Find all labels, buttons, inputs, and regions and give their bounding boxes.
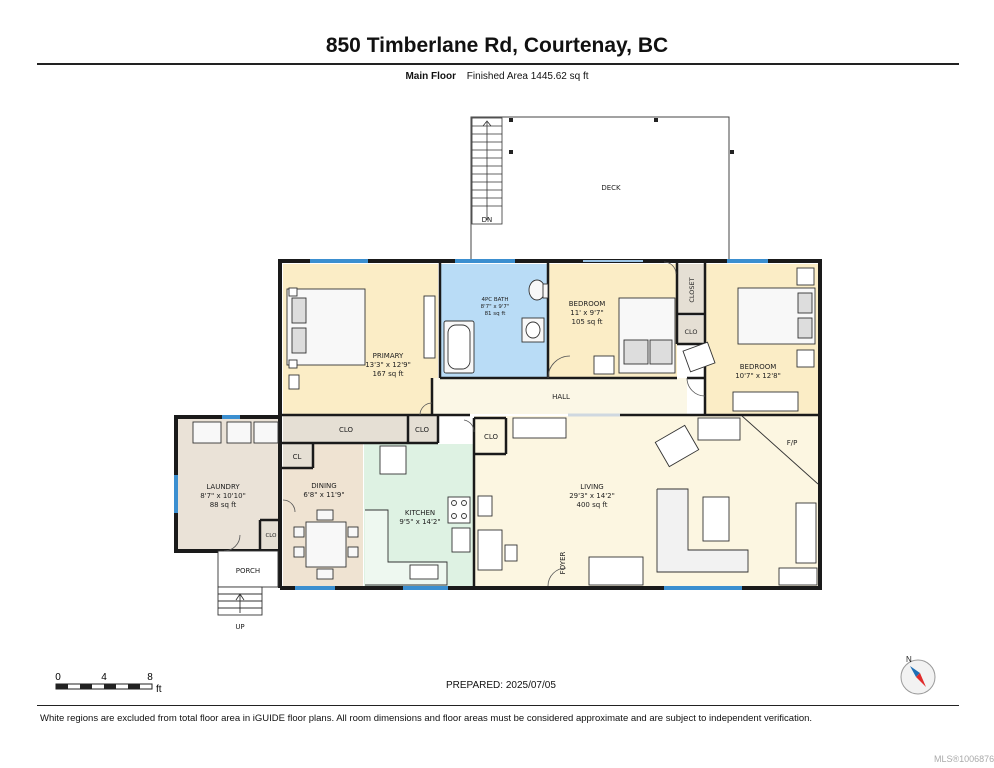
kitchen-name: KITCHEN <box>405 509 435 517</box>
bath-name: 4PC BATH <box>481 297 508 303</box>
deck-post <box>509 150 513 154</box>
kitchen-fixtures <box>365 445 471 586</box>
deck-area <box>470 116 730 261</box>
hall-room <box>432 378 687 414</box>
laundry-name: LAUNDRY <box>206 483 240 491</box>
clo-laundry-label: CLO <box>265 533 277 539</box>
clo-hall-wide-room <box>283 415 407 442</box>
porch <box>217 550 279 616</box>
living-area: 400 sq ft <box>577 501 608 509</box>
clo-hall-small-label: CLO <box>415 426 430 434</box>
cl-room <box>283 444 313 468</box>
kitchen-dims: 9'5" x 14'2" <box>399 518 440 526</box>
cl-label: CL <box>293 453 302 461</box>
laundry-fixtures <box>192 421 279 444</box>
door-swings <box>223 261 706 587</box>
prepared-date: PREPARED: 2025/07/05 <box>446 680 556 691</box>
bedroom2-name: BEDROOM <box>740 363 777 371</box>
scale-unit: ft <box>156 684 162 695</box>
mls-watermark: MLS®1006876 <box>934 754 994 764</box>
deck-post <box>654 118 658 122</box>
dining-table <box>293 509 359 580</box>
dn-label: DN <box>482 216 493 224</box>
scale-bar: 0 4 8 ft <box>55 672 162 695</box>
hall-label: HALL <box>552 393 570 401</box>
title-rule <box>37 63 959 65</box>
living-room <box>475 416 818 586</box>
up-label: UP <box>235 623 244 631</box>
clo-bed2-label: CLO <box>684 328 697 336</box>
dining-dims: 6'8" x 11'9" <box>303 491 344 499</box>
clo-laundry-room <box>262 521 280 549</box>
laundry-dims: 8'7" x 10'10" <box>200 492 246 500</box>
bath-fixtures <box>443 279 549 374</box>
compass-icon: N <box>900 655 936 695</box>
bedroom1-name: BEDROOM <box>569 300 606 308</box>
deck-label: DECK <box>601 184 621 192</box>
deck-post <box>730 150 734 154</box>
scale-label-0: 0 <box>55 672 61 683</box>
porch-label: PORCH <box>236 567 260 575</box>
living-furniture <box>477 415 819 586</box>
living-dims: 29'3" x 14'2" <box>569 492 615 500</box>
laundry-area: 88 sq ft <box>210 501 237 509</box>
scale-label-4: 4 <box>101 672 107 683</box>
clo-bed2-room <box>677 316 705 344</box>
fp-label: F/P <box>787 439 798 447</box>
bedroom2-dims: 10'7" x 12'8" <box>735 372 781 380</box>
clo-hall-right-label: CLO <box>484 433 499 441</box>
interior-walls <box>258 262 818 586</box>
closet-label: CLOSET <box>688 277 696 302</box>
dining-name: DINING <box>311 482 336 490</box>
page-title: 850 Timberlane Rd, Courtenay, BC <box>325 34 669 57</box>
deck-stairs <box>471 117 503 225</box>
primary-bed <box>286 287 436 390</box>
living-name: LIVING <box>580 483 603 491</box>
footer-rule <box>37 705 959 706</box>
floor-name: Main Floor <box>405 71 457 82</box>
bedroom1-furniture <box>593 297 676 375</box>
bedroom1-area: 105 sq ft <box>572 318 603 326</box>
primary-dims: 13'3" x 12'9" <box>365 361 411 369</box>
bedroom2-furniture <box>682 267 816 412</box>
compass-north: N <box>906 655 912 664</box>
deck-post <box>509 118 513 122</box>
closet-room <box>677 264 704 313</box>
primary-name: PRIMARY <box>373 352 404 360</box>
bath-dims: 8'7" x 9'7" <box>481 304 510 310</box>
bath-area: 81 sq ft <box>485 311 507 317</box>
floor-plan: DECK DN 4PC BATH 8'7" x 9'7" 81 sq ft BE… <box>174 116 822 631</box>
windows <box>174 259 768 590</box>
floor-subtitle: Main Floor Finished Area 1445.62 sq ft <box>0 71 994 82</box>
foyer-label: FOYER <box>559 552 567 575</box>
finished-area: Finished Area 1445.62 sq ft <box>466 71 589 82</box>
clo-hall-wide-label: CLO <box>339 426 354 434</box>
scale-label-8: 8 <box>147 672 153 683</box>
footer-note: White regions are excluded from total fl… <box>40 713 813 724</box>
primary-area: 167 sq ft <box>373 370 404 378</box>
bedroom1-dims: 11' x 9'7" <box>570 309 603 317</box>
clo-hall-small-room <box>409 415 437 442</box>
